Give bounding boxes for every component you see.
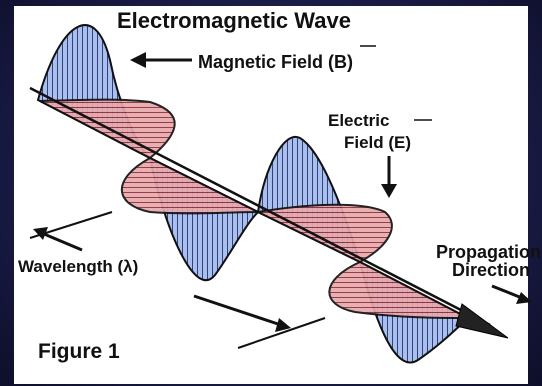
electric-lobe-4 [328,260,469,319]
wavelength-pointer-up [43,232,83,252]
electric-field-label-line1: Electric [328,111,389,130]
wavelength-marker-right [237,317,326,349]
electric-lobe-2 [120,156,259,215]
wavelength-pointer-down-head [275,318,291,332]
propagation-label-line1: Propagation [436,242,541,262]
electric-field-label-line2: Field (E) [344,133,411,152]
electric-lobe-3 [254,203,393,264]
wavelength-pointer-down [193,294,279,326]
electric-field-pointer-head [381,184,397,198]
propagation-cone-icon [455,303,509,339]
figure-caption: Figure 1 [38,340,120,363]
propagation-pointer [491,284,523,300]
wavelength-label: Wavelength (λ) [18,257,138,276]
propagation-axis [29,86,491,327]
diagram-title: Electromagnetic Wave [117,8,351,33]
magnetic-field-pointer-head [130,52,146,68]
wavelength-pointer-up-head [33,227,48,240]
magnetic-field-label: Magnetic Field (B) [198,52,353,72]
propagation-label-line2: Direction [452,260,530,280]
propagation-pointer-head [516,292,532,304]
